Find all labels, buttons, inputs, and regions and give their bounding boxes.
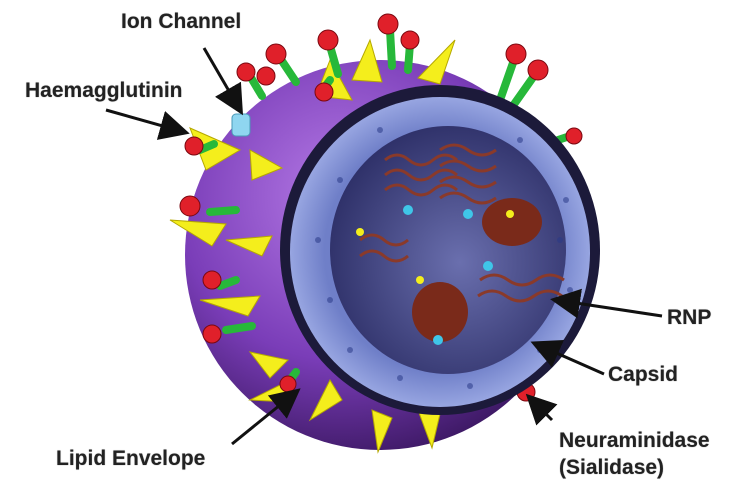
capsid-shape [280, 85, 600, 415]
ion-channel-shape [232, 114, 250, 136]
lipid-envelope-label: Lipid Envelope [56, 447, 205, 471]
sialidase-label: (Sialidase) [559, 456, 664, 480]
haemagglutinin-arrow [106, 110, 184, 132]
capsid-label: Capsid [608, 363, 678, 387]
haemagglutinin-label: Haemagglutinin [25, 79, 183, 103]
neuraminidase-label: Neuraminidase [559, 429, 710, 453]
neuraminidase-arrow [530, 398, 552, 420]
rnp-label: RNP [667, 306, 711, 330]
ion-channel-arrow [204, 48, 240, 110]
ion-channel-label: Ion Channel [121, 10, 241, 34]
